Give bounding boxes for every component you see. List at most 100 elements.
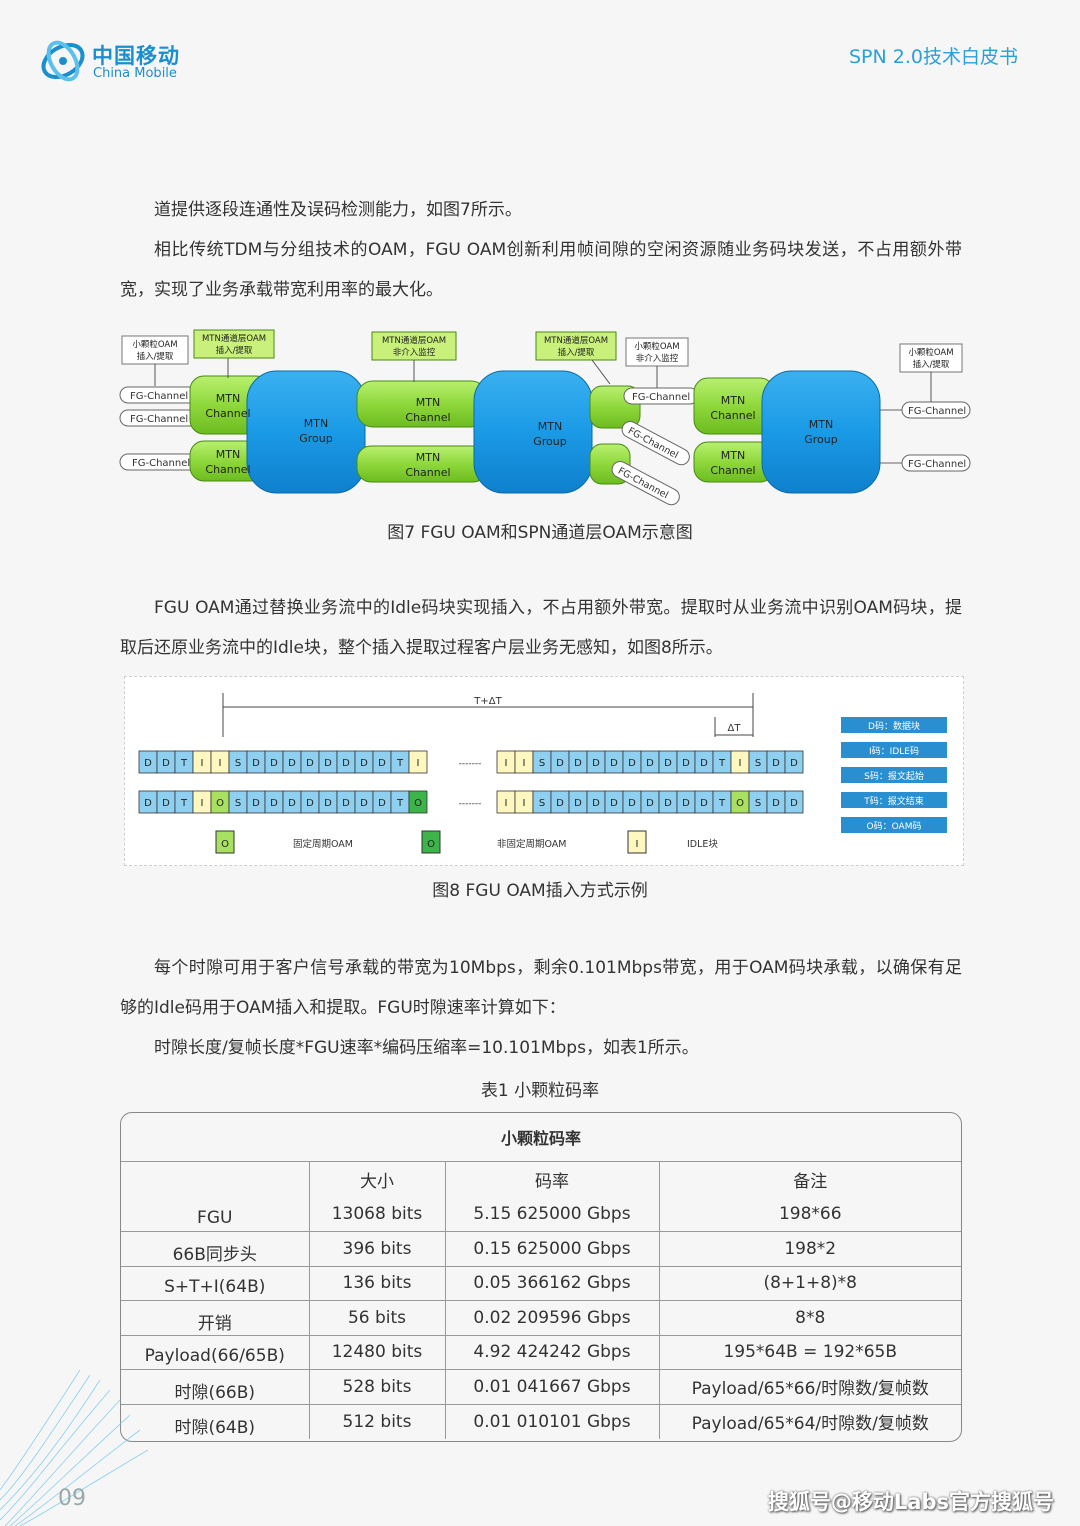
code-block-label: D [700, 758, 708, 769]
code-block-label: D [288, 758, 296, 769]
figure-7-diagram: FG-Channel FG-Channel FG-Channel FG-Chan… [112, 326, 972, 506]
code-block-label: D [592, 798, 600, 809]
table-cell: 13068 bits [309, 1197, 446, 1232]
table-cell: 4.92 424242 Gbps [445, 1335, 660, 1370]
code-block-label: S [539, 798, 545, 809]
annotation-text: MTN通道层OAM [544, 335, 608, 346]
legend-item-label: D码：数据块 [868, 720, 920, 732]
code-block-label: T [180, 758, 188, 769]
legend-nonfixed-symbol: O [427, 839, 435, 850]
ellipsis: ------- [459, 799, 482, 809]
code-block-label: D [592, 758, 600, 769]
column-header [121, 1161, 310, 1197]
china-mobile-logo: 中国移动 China Mobile [40, 38, 210, 86]
code-block-label: D [144, 798, 152, 809]
code-block-label: I [505, 758, 508, 769]
legend-idle-label: IDLE块 [687, 838, 718, 850]
code-block-label: S [539, 758, 545, 769]
code-block-label: T [718, 798, 726, 809]
code-block-label: D [306, 758, 314, 769]
code-block-label: D [270, 798, 278, 809]
code-block-label: D [556, 798, 564, 809]
code-block-label: D [556, 758, 564, 769]
code-block-label: T [396, 758, 404, 769]
code-block-label: D [288, 798, 296, 809]
table-title: 小颗粒码率 [121, 1113, 961, 1162]
logo-text-cn: 中国移动 [92, 44, 180, 68]
code-block-label: D [306, 798, 314, 809]
code-block-label: I [523, 798, 526, 809]
delta-label: ΔT [728, 723, 742, 734]
code-block-label: D [664, 798, 672, 809]
code-block-label: I [219, 758, 222, 769]
code-block-label: I [417, 758, 420, 769]
legend-item-label: T码：报文结束 [863, 795, 924, 807]
code-block-label: D [700, 798, 708, 809]
legend-item [841, 742, 947, 758]
table-cell: 66B同步头 [121, 1231, 310, 1267]
mtn-channel-label: Channel [205, 463, 250, 476]
paragraph-line: 道提供逐段连通性及误码检测能力，如图7所示。 [154, 200, 522, 220]
code-block-label: O [414, 798, 422, 809]
code-block-label: D [772, 798, 780, 809]
table-cell: 0.01 010101 Gbps [445, 1404, 660, 1439]
code-block-label: S [235, 798, 241, 809]
table-cell: 56 bits [309, 1300, 446, 1336]
table-cell: FGU [121, 1197, 310, 1232]
code-block-label: D [646, 758, 654, 769]
watermark: 搜狐号@移动Labs官方搜狐号 [767, 1490, 1054, 1514]
code-block-label: O [216, 798, 224, 809]
column-header: 备注 [793, 1171, 828, 1192]
code-block-label: D [270, 758, 278, 769]
fg-channel-label: FG-Channel [908, 406, 966, 417]
page-number: 09 [58, 1486, 86, 1511]
mtn-channel-label: Channel [205, 407, 250, 420]
mtn-group-label: MTN [304, 417, 328, 430]
code-block-label: D [252, 798, 260, 809]
mtn-channel-label: Channel [710, 464, 755, 477]
oam-channel-diagram: FG-Channel FG-Channel FG-Channel FG-Chan… [119, 329, 971, 506]
mtn-channel-label: MTN [416, 396, 440, 409]
code-block-label: D [162, 798, 170, 809]
code-block-label: D [772, 758, 780, 769]
table-cell: 0.02 209596 Gbps [445, 1300, 660, 1336]
code-block-label: T [180, 798, 188, 809]
mtn-channel-label: MTN [416, 451, 440, 464]
code-block-label: D [610, 758, 618, 769]
mtn-channel-label: MTN [721, 394, 745, 407]
table-caption: 表1 小颗粒码率 [480, 1081, 600, 1101]
code-block-label: D [342, 758, 350, 769]
annotation-text: 非介入监控 [636, 353, 679, 364]
legend-item [841, 767, 947, 783]
code-block-label: T [396, 798, 404, 809]
annotation-text: MTN通道层OAM [382, 335, 446, 346]
table-cell: 195*64B = 192*65B [659, 1335, 961, 1370]
paragraph-line: 时隙长度/复帧长度*FGU速率*编码压缩率=10.101Mbps，如表1所示。 [154, 1038, 699, 1058]
table-cell: 时隙(66B) [121, 1369, 310, 1405]
code-block-label: D [664, 758, 672, 769]
code-block-label: I [201, 798, 204, 809]
table-cell: 198*66 [659, 1197, 961, 1232]
code-block-label: I [739, 758, 742, 769]
china-mobile-logo-icon [41, 40, 85, 82]
legend-item [841, 817, 947, 833]
code-block-label: D [324, 758, 332, 769]
code-block-label: D [342, 798, 350, 809]
table-cell: 512 bits [309, 1404, 446, 1439]
code-block-label: D [574, 798, 582, 809]
legend-nonfixed-swatch [421, 830, 441, 854]
code-block-label: D [790, 798, 798, 809]
annotation-text: 非介入监控 [393, 347, 436, 358]
annotation-text: MTN通道层OAM [202, 333, 266, 344]
annotation-text: 插入/提取 [216, 345, 253, 356]
figure-8-caption: 图8 FGU OAM插入方式示例 [432, 881, 648, 901]
table-cell: Payload/65*64/时隙数/复帧数 [691, 1414, 929, 1434]
annotation-text: 插入/提取 [137, 351, 174, 362]
